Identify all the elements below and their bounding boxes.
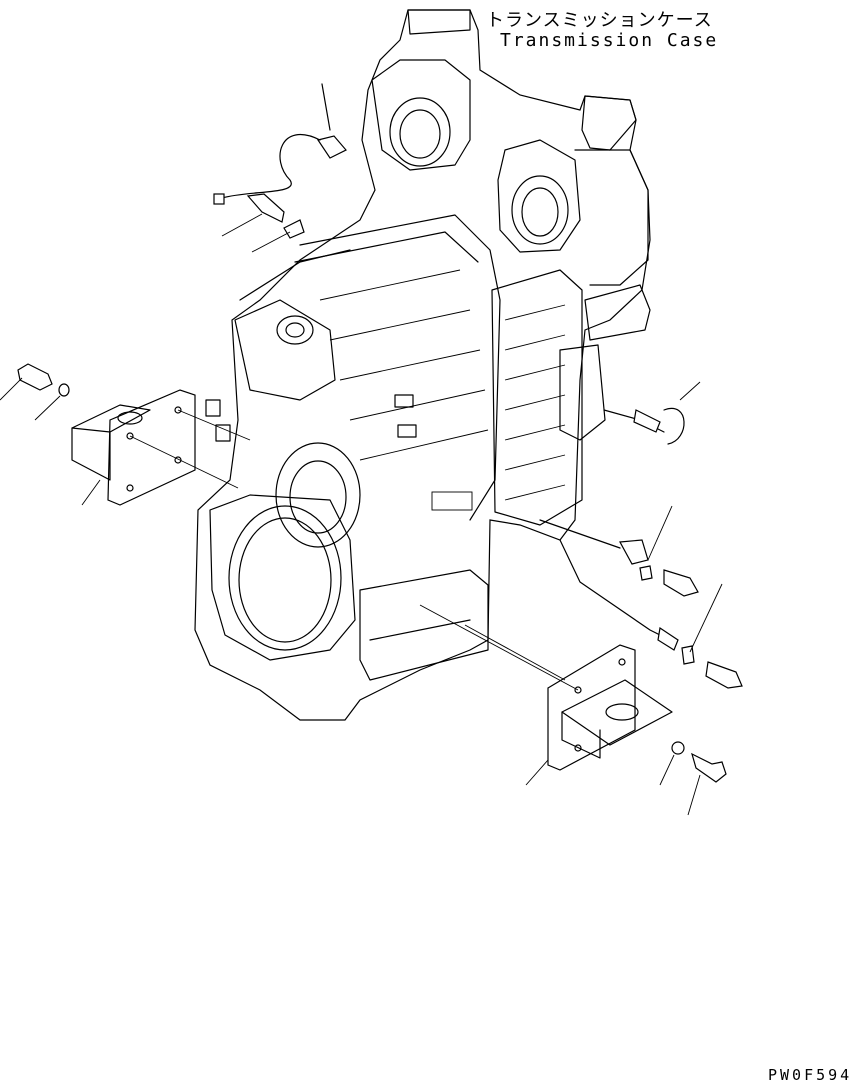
part-title-japanese: トランスミッションケース [486, 10, 713, 31]
pressure-sensor [539, 381, 743, 689]
drawing-code: PW0F594 [768, 1066, 853, 1084]
right-bolt [525, 741, 727, 816]
transmission-case [194, 9, 651, 721]
left-bolt [0, 363, 101, 506]
left-mount-bracket [71, 389, 251, 506]
part-title-english: Transmission Case [500, 30, 719, 51]
speed-sensor-harness [213, 83, 347, 253]
right-mount-bracket [419, 604, 673, 771]
